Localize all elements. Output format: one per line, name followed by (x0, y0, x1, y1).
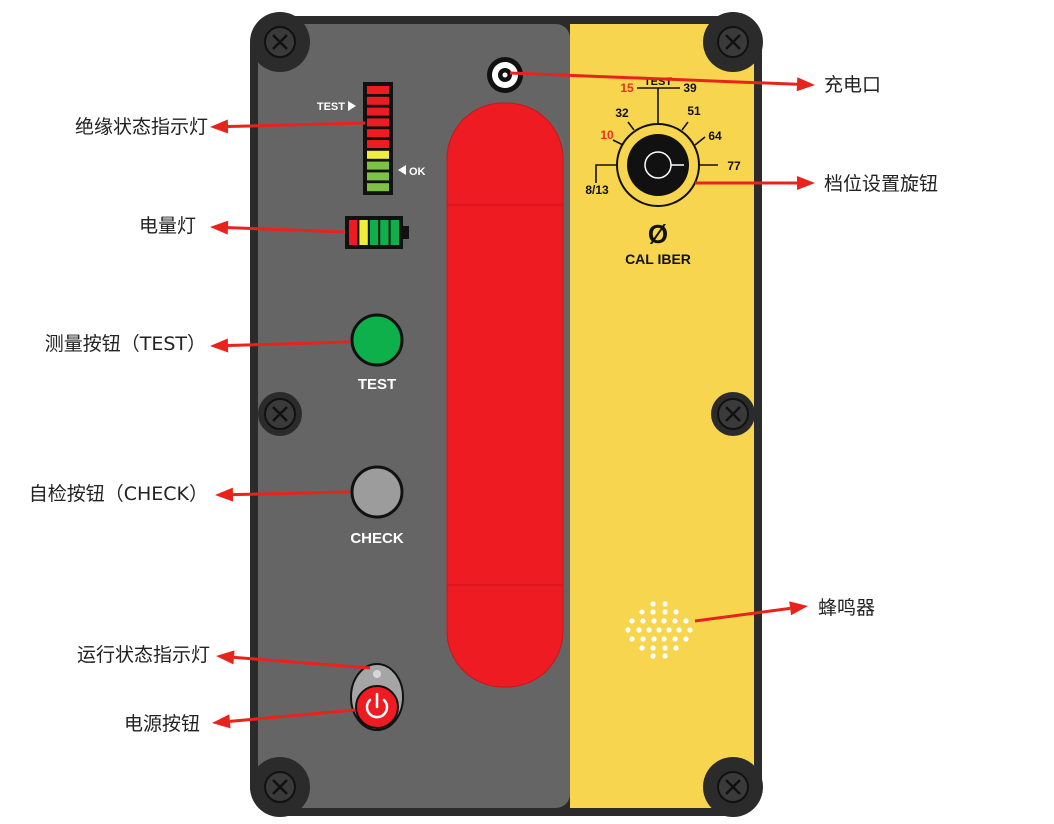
callout-arrow (695, 176, 815, 190)
screw-icon (717, 771, 749, 803)
led-segment (367, 172, 389, 181)
callout-arrow (210, 119, 366, 134)
buzzer-hole (625, 627, 631, 633)
power-icon (365, 692, 389, 719)
callout-power-button: 电源按钮 (123, 713, 200, 735)
callout-arrow (509, 71, 815, 92)
buzzer-hole (650, 601, 656, 607)
callout-arrow (694, 601, 808, 623)
buzzer-hole (672, 636, 678, 642)
buzzer-hole (640, 618, 646, 624)
dial-caption: CAL IBER (625, 251, 691, 267)
buzzer-grille (625, 601, 693, 659)
dial-position-label: 8/13 (585, 183, 609, 197)
buzzer-hole (646, 627, 652, 633)
buzzer-hole (650, 653, 656, 659)
callout-arrow (210, 338, 351, 353)
dial-position-label: 39 (683, 81, 697, 95)
callout-arrow (216, 650, 371, 670)
callout-test-button: 测量按钮（TEST） (44, 333, 206, 355)
battery-cell (380, 220, 389, 245)
led-segment (367, 118, 389, 127)
buzzer-hole (629, 636, 635, 642)
buzzer-hole (650, 609, 656, 615)
buzzer-hole (687, 627, 693, 633)
callout-battery-led: 电量灯 (138, 215, 196, 237)
callout-check-button: 自检按钮（CHECK） (28, 483, 208, 505)
buzzer-hole (629, 618, 635, 624)
test-button[interactable] (350, 313, 404, 367)
callout-arrow (210, 220, 346, 235)
screw-icon (717, 398, 749, 430)
run-status-led (373, 670, 381, 678)
buzzer-hole (662, 653, 668, 659)
callout-insulation-led: 绝缘状态指示灯 (74, 116, 208, 138)
battery-cell (390, 220, 399, 245)
buzzer-hole (661, 618, 667, 624)
buzzer-hole (656, 627, 662, 633)
buzzer-hole (666, 627, 672, 633)
dial-position-label: 10 (600, 128, 614, 142)
buzzer-hole (640, 636, 646, 642)
led-segment (367, 140, 389, 148)
battery-cell (349, 220, 358, 245)
screw-icon (264, 398, 296, 430)
dial-position-label: 32 (615, 106, 629, 120)
buzzer-hole (673, 609, 679, 615)
battery-cell (369, 220, 379, 245)
led-segment (367, 107, 389, 116)
buzzer-hole (683, 636, 689, 642)
check-button-label: CHECK (350, 530, 404, 547)
buzzer-hole (683, 618, 689, 624)
buzzer-hole (676, 627, 682, 633)
buzzer-hole (673, 645, 679, 651)
buzzer-hole (662, 609, 668, 615)
dial-position-label: 77 (727, 159, 741, 173)
buzzer-hole (639, 609, 645, 615)
callout-charge-port: 充电口 (824, 74, 882, 96)
battery-cell (359, 220, 368, 245)
buzzer-hole (662, 601, 668, 607)
screw-icon (717, 26, 749, 58)
buzzer-hole (639, 645, 645, 651)
buzzer-hole (651, 636, 657, 642)
callout-range-knob: 档位设置旋钮 (824, 173, 939, 195)
callout-arrow (212, 708, 356, 729)
buzzer-hole (636, 627, 642, 633)
screw-icon (264, 26, 296, 58)
buzzer-hole (672, 618, 678, 624)
led-segment (367, 150, 389, 159)
ok-marker: OK (409, 166, 426, 178)
charge-port[interactable] (487, 57, 523, 93)
led-segment (367, 96, 389, 105)
led-segment (367, 161, 389, 170)
yellow-panel (570, 24, 754, 808)
led-segment (367, 183, 389, 192)
screw-icon (264, 771, 296, 803)
buzzer-hole (661, 636, 667, 642)
buzzer-hole (650, 645, 656, 651)
display-window (446, 102, 564, 688)
buzzer-hole (662, 645, 668, 651)
dial-position-label: 51 (687, 104, 701, 118)
callout-run-led: 运行状态指示灯 (76, 644, 210, 666)
range-knob-scale (595, 87, 718, 183)
test-button-label: TEST (358, 376, 396, 393)
diameter-symbol: Ø (648, 219, 668, 249)
buzzer-hole (651, 618, 657, 624)
callout-arrow (215, 487, 351, 502)
callout-buzzer: 蜂鸣器 (818, 597, 876, 619)
led-segment (367, 86, 389, 94)
test-marker: TEST (317, 101, 345, 113)
led-segment (367, 129, 389, 138)
triangle-left-icon (398, 165, 406, 175)
check-button[interactable] (350, 465, 404, 519)
triangle-right-icon (348, 101, 356, 111)
dial-position-label: 64 (708, 129, 722, 143)
dial-position-label: 15 (620, 81, 634, 95)
